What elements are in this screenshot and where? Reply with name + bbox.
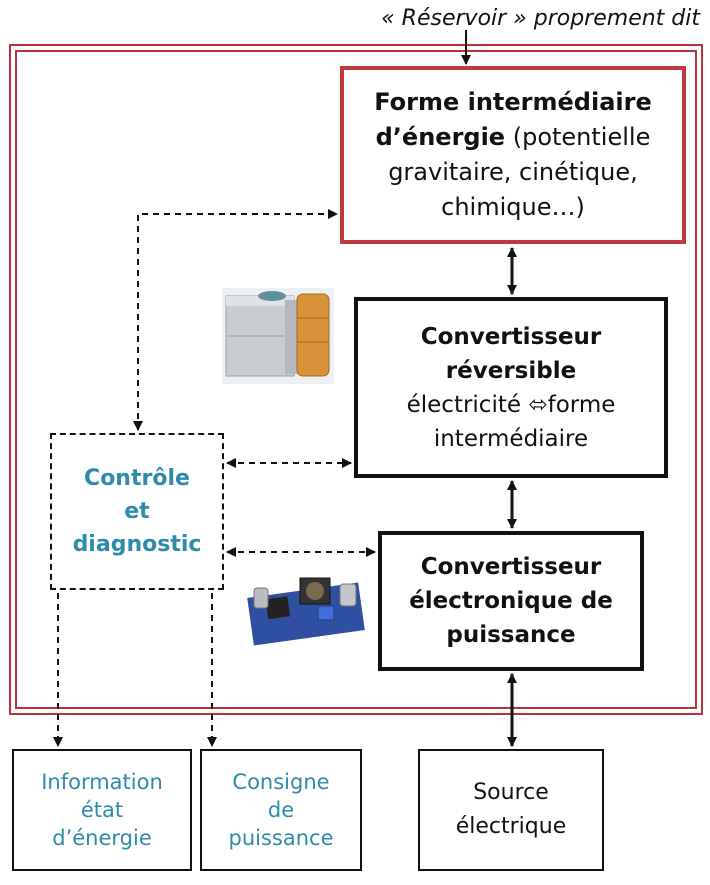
power-converter-board-photo <box>247 577 365 646</box>
reservoir-frame-inner <box>15 50 697 709</box>
power-electronics-box: Convertisseur électronique de puissance <box>378 531 644 671</box>
setpoint-line-1: Consigne <box>232 770 330 794</box>
source-line-2: électrique <box>455 814 567 839</box>
reversible-converter-text-b: forme <box>547 391 616 418</box>
energy-form-text-2: (potentielle <box>505 123 651 151</box>
reversible-converter-box: Convertisseur réversible électricité ⬄fo… <box>354 297 668 478</box>
setpoint-line-2: de <box>267 798 295 822</box>
power-electronics-line-2: électronique de <box>409 588 613 614</box>
power-electronics-line-3: puissance <box>446 622 576 648</box>
control-forme-link <box>133 209 338 431</box>
energy-state-info-box: Information état d’énergie <box>12 749 192 871</box>
control-diagnostic-box: Contrôle et diagnostic <box>50 433 224 590</box>
reservoir-caption: « Réservoir » proprement dit <box>381 6 700 31</box>
reversible-converter-text-4: intermédiaire <box>433 425 589 452</box>
info-line-2: état <box>80 798 124 822</box>
double-arrow-icon: ⬄ <box>528 391 548 418</box>
info-line-1: Information <box>41 770 163 794</box>
reversible-converter-text-a: électricité <box>406 391 529 418</box>
energy-form-text-3: gravitaire, cinétique, <box>388 158 638 186</box>
energy-form-title-1: Forme intermédiaire <box>374 88 652 116</box>
source-line-1: Source <box>473 780 549 805</box>
energy-form-title-2: d’énergie <box>375 123 506 151</box>
control-line-1: Contrôle <box>84 466 190 491</box>
reservoir-frame-outer <box>9 44 703 715</box>
power-setpoint-box: Consigne de puissance <box>200 749 362 871</box>
battery-rack-illustration <box>222 288 334 384</box>
reversible-converter-title-1: Convertisseur <box>420 323 602 350</box>
info-line-3: d’énergie <box>52 826 152 850</box>
control-line-3: diagnostic <box>72 532 202 557</box>
control-line-2: et <box>124 499 150 524</box>
energy-form-box: Forme intermédiaire d’énergie (potentiel… <box>340 66 686 244</box>
power-electronics-line-1: Convertisseur <box>420 554 602 580</box>
reversible-converter-title-2: réversible <box>445 357 577 384</box>
setpoint-line-3: puissance <box>228 826 334 850</box>
energy-form-text-4: chimique…) <box>441 193 585 221</box>
electrical-source-box: Source électrique <box>418 749 604 871</box>
